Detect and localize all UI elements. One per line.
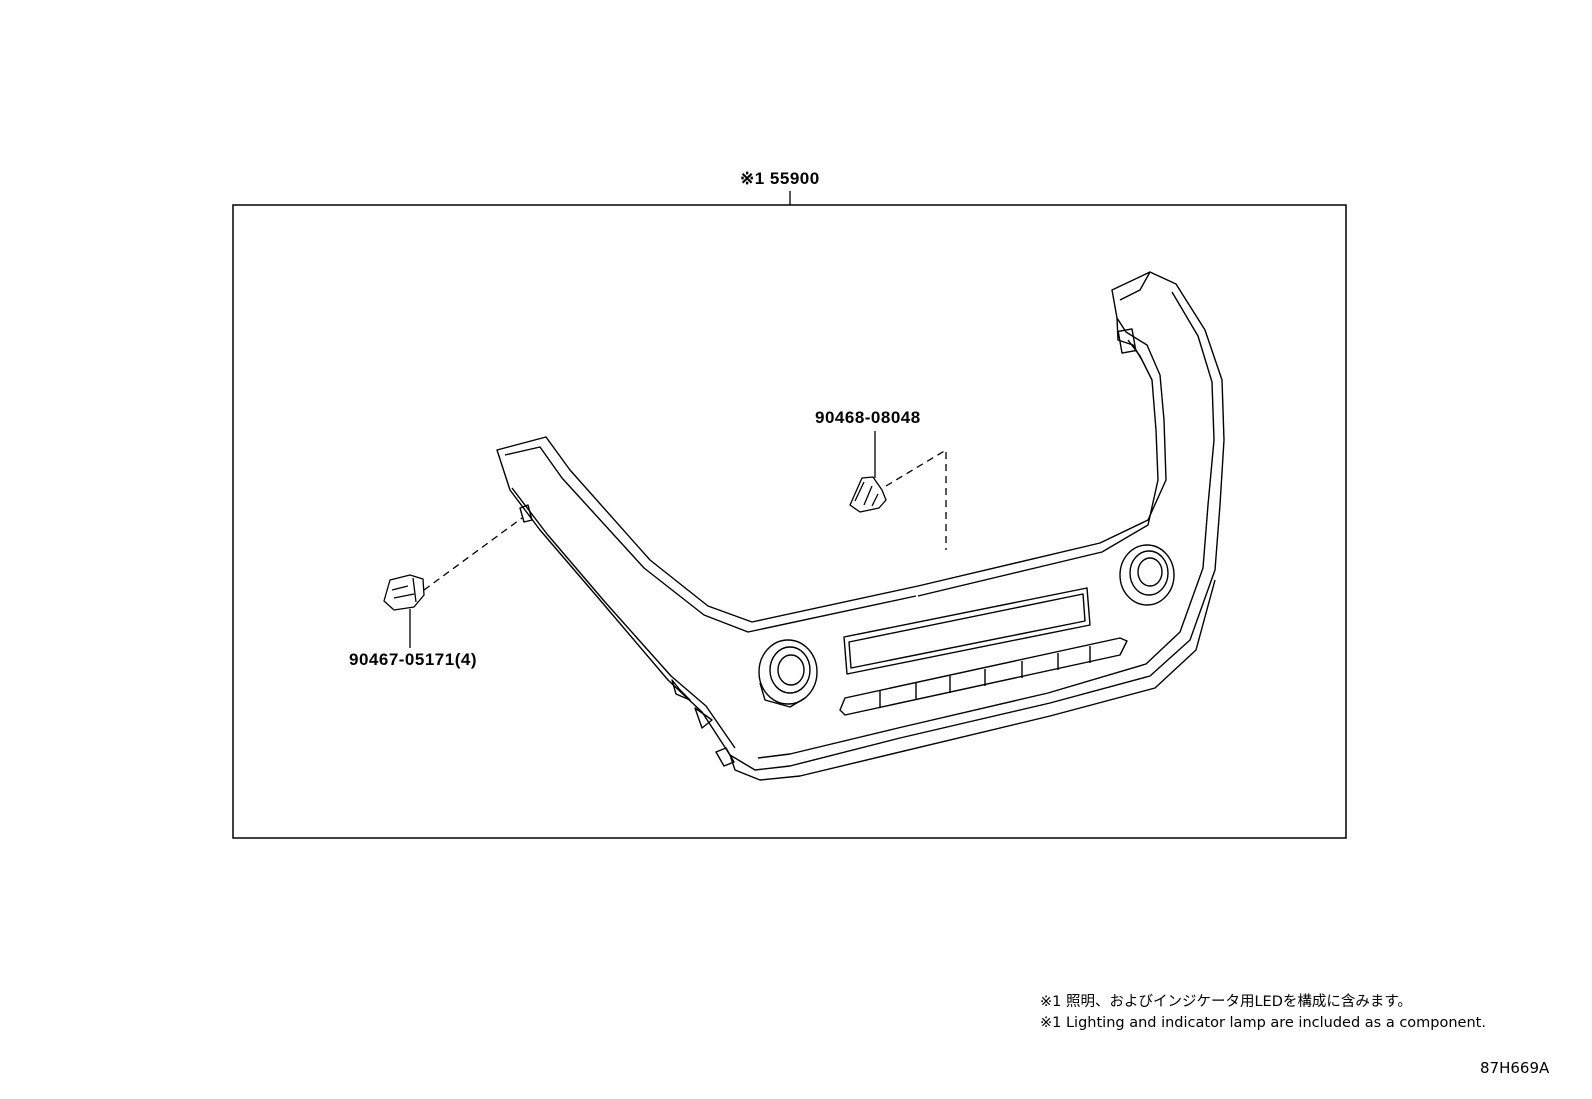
dash-90467: [423, 517, 523, 591]
assembly-frame: [232, 204, 1347, 839]
note-english: ※1 Lighting and indicator lamp are inclu…: [1040, 1015, 1486, 1031]
console-bezel-drawing: [496, 271, 1225, 781]
callout-90468-08048[interactable]: 90468-08048: [815, 408, 921, 427]
clip-90467-05171-drawing: [383, 574, 425, 611]
clip-90468-08048-drawing: [849, 476, 887, 513]
dash-90468: [885, 448, 947, 550]
figure-code: 87H669A: [1480, 1059, 1550, 1077]
note-japanese: ※1 照明、およびインジケータ用LEDを構成に含みます。: [1040, 994, 1412, 1010]
assembly-part-number[interactable]: ※1 55900: [740, 169, 820, 188]
callout-90467-05171[interactable]: 90467-05171(4): [349, 650, 477, 669]
